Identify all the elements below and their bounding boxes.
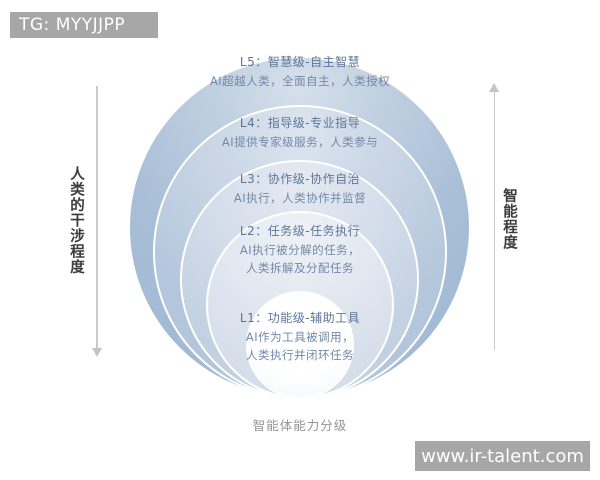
tg-badge: TG: MYYJJPP [10, 12, 158, 38]
watermark-badge: www.ir-talent.com [415, 441, 590, 471]
diagram-caption: 智能体能力分级 [252, 418, 348, 433]
level-l3-desc: AI执行，人类协作并监督 [233, 191, 367, 205]
arrow-down-icon [91, 348, 102, 357]
level-l1-desc-line1: AI作为工具被调用， [245, 330, 355, 344]
level-l2-title: L2：任务级-任务执行 [239, 224, 361, 238]
left-axis-line [96, 86, 98, 348]
level-l2-label: L2：任务级-任务执行 AI执行被分解的任务， 人类拆解及分配任务 [160, 222, 440, 277]
level-l1-title: L1：功能级-辅助工具 [239, 311, 361, 325]
tg-badge-text: TG: MYYJJPP [19, 15, 126, 35]
level-l1-desc-line2: 人类执行并闭环任务 [246, 348, 354, 362]
watermark-text: www.ir-talent.com [421, 445, 584, 467]
circle-l1 [246, 291, 354, 399]
left-axis-label: 人类的干涉程度 [68, 166, 84, 275]
level-l2-desc-line2: 人类拆解及分配任务 [246, 261, 354, 275]
right-axis-label: 智能程度 [501, 188, 517, 250]
level-l4-desc: AI提供专家级服务，人类参与 [221, 135, 379, 149]
level-l3-label: L3：协作级-协作自治 AI执行，人类协作并监督 [160, 170, 440, 207]
right-axis-line [493, 92, 495, 350]
level-l1-label: L1：功能级-辅助工具 AI作为工具被调用， 人类执行并闭环任务 [160, 309, 440, 364]
level-l2-desc-line1: AI执行被分解的任务， [239, 243, 361, 257]
level-l4-title: L4：指导级-专业指导 [239, 116, 361, 130]
level-l5-title: L5：智慧级-自主智慧 [239, 55, 361, 69]
level-l4-label: L4：指导级-专业指导 AI提供专家级服务，人类参与 [160, 114, 440, 151]
level-l5-label: L5：智慧级-自主智慧 AI超越人类，全面自主，人类授权 [160, 53, 440, 90]
level-l3-title: L3：协作级-协作自治 [239, 172, 361, 186]
arrow-up-icon [489, 83, 499, 92]
level-l5-desc: AI超越人类，全面自主，人类授权 [209, 74, 391, 88]
